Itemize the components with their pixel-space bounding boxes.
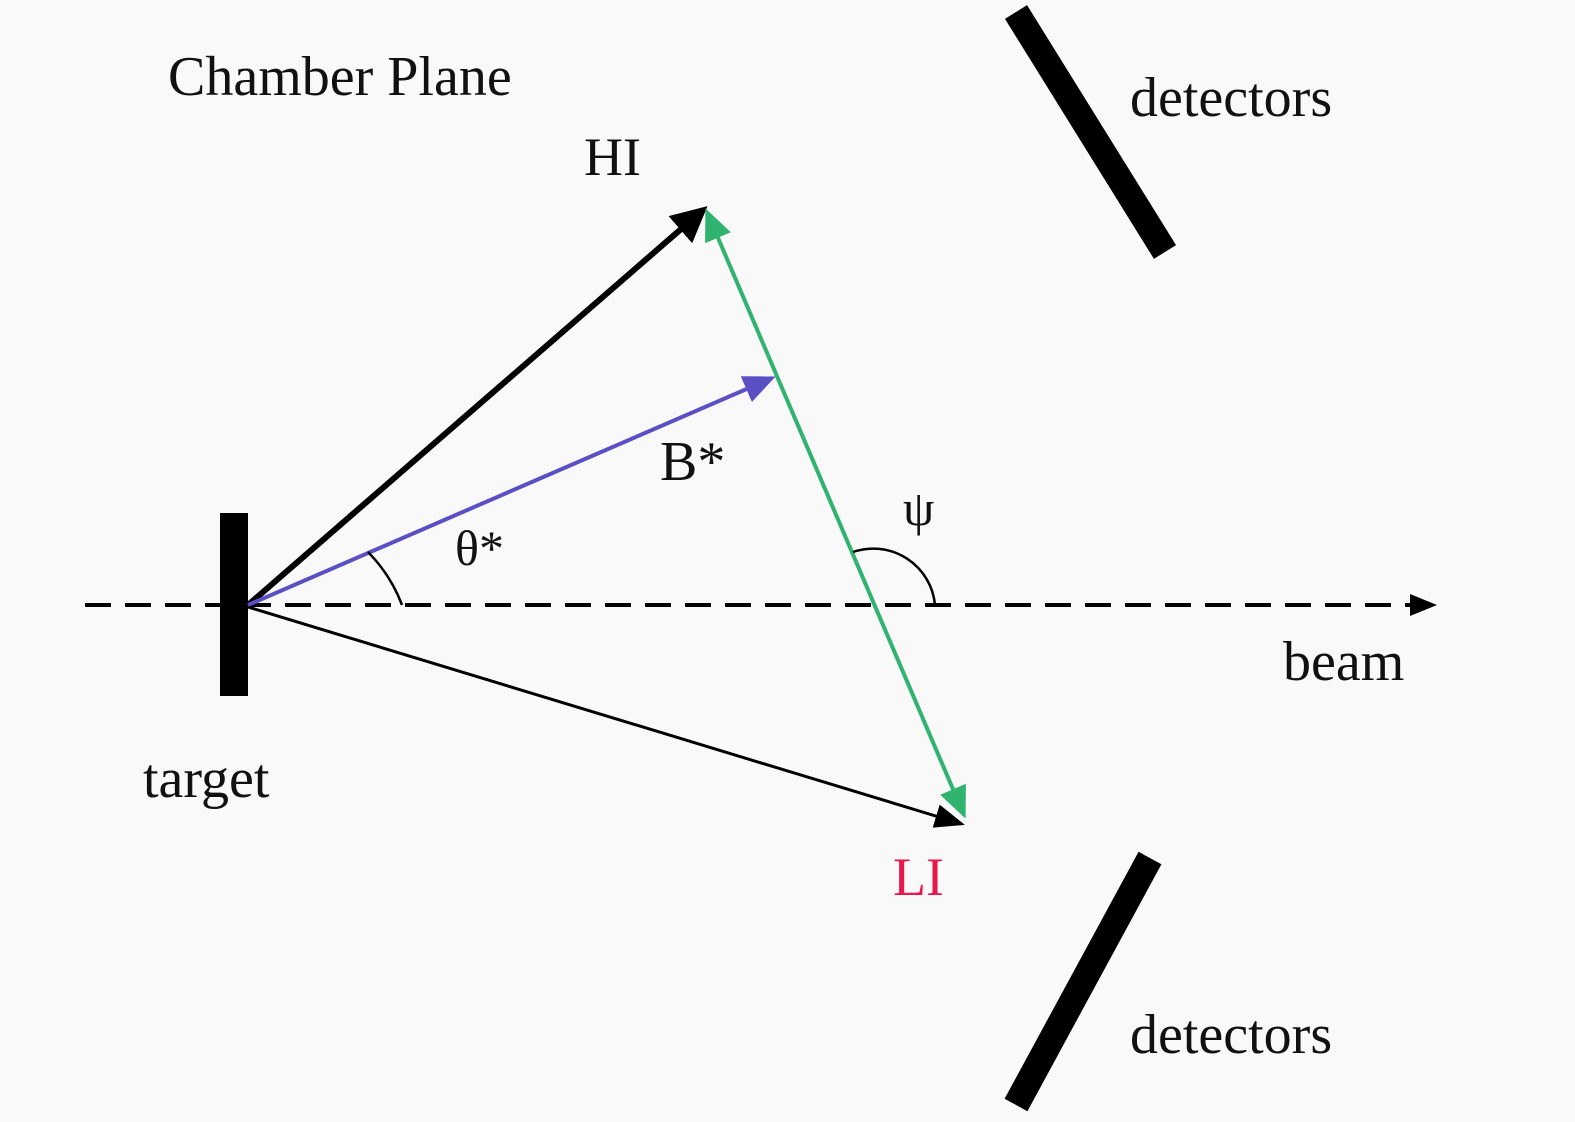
psi-angle-arc: [852, 547, 937, 606]
theta-star-label: θ*: [455, 520, 504, 576]
hi-vector-arrow: [246, 206, 708, 608]
hi-label: HI: [584, 127, 641, 187]
b-star-vector-arrow: [247, 376, 776, 607]
theta-star-angle-arc: [367, 551, 404, 606]
beam-arrowhead: [1410, 594, 1437, 616]
relative-vector-double-arrow: [705, 208, 966, 819]
li-label: LI: [893, 847, 944, 907]
b-star-label: B*: [660, 431, 725, 493]
li-vector-arrow: [247, 605, 965, 828]
diagram-title: Chamber Plane: [168, 46, 512, 108]
detector-top: [1004, 5, 1177, 259]
target-label: target: [143, 748, 270, 810]
beam-label: beam: [1283, 631, 1404, 693]
target-bar: [220, 513, 248, 696]
psi-label: ψ: [903, 480, 934, 536]
detectors-top-label: detectors: [1130, 67, 1332, 129]
detectors-bottom-label: detectors: [1130, 1004, 1332, 1066]
detector-bottom: [1004, 851, 1162, 1112]
